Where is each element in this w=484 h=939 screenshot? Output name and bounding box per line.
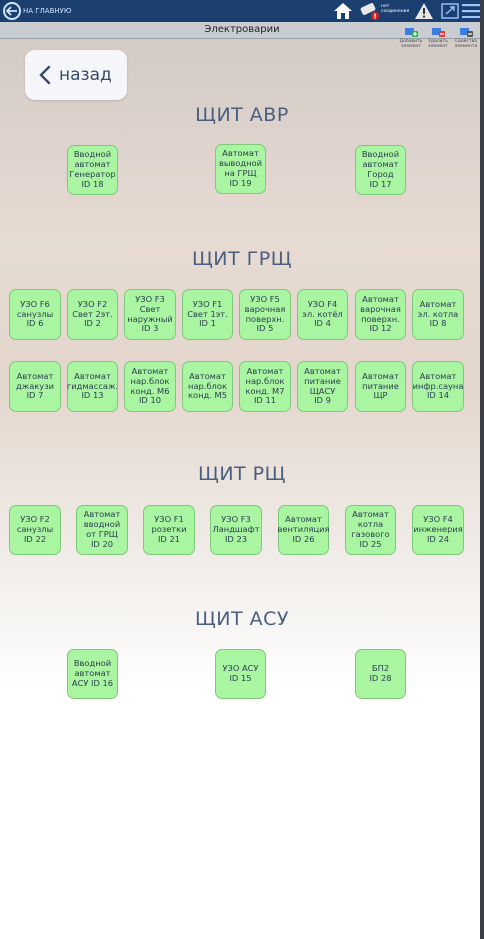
add-element-button[interactable]: Добавить элемент — [395, 26, 427, 49]
section-title-asu: ЩИТ АСУ — [195, 608, 289, 630]
breaker-tile[interactable]: УЗО F6 санузлы ID 6 — [9, 289, 61, 340]
breaker-tile[interactable]: УЗО F2 Свет 2эт. ID 2 — [67, 289, 118, 340]
breaker-tile[interactable]: Автомат котла газового ID 25 — [345, 505, 396, 555]
breaker-tile[interactable]: Автомат питание ЩР — [355, 361, 406, 412]
breaker-tile[interactable]: Автомат нар.блок конд. М6 ID 10 — [124, 361, 176, 412]
menu-icon[interactable] — [461, 0, 481, 22]
breaker-tile[interactable]: УЗО F1 розетки ID 21 — [143, 505, 195, 555]
home-nav-label: НА ГЛАВНУЮ — [23, 7, 72, 15]
back-arrow-icon — [3, 2, 21, 20]
back-button[interactable]: назад — [25, 50, 127, 100]
top-bar: НА ГЛАВНУЮ нет соединения — [0, 0, 484, 22]
connection-icon — [358, 0, 382, 22]
scrollbar[interactable] — [480, 0, 484, 939]
breaker-tile[interactable]: Вводной автомат Город ID 17 — [355, 145, 406, 195]
section-title-rsh: ЩИТ РЩ — [198, 463, 286, 485]
back-button-label: назад — [59, 65, 112, 85]
breaker-tile[interactable]: Автомат варочная поверхн. ID 12 — [355, 289, 406, 340]
breaker-tile[interactable]: Автомат вводной от ГРЩ ID 20 — [76, 505, 128, 555]
breaker-tile[interactable]: УЗО АСУ ID 15 — [215, 649, 266, 699]
delete-element-icon — [431, 26, 445, 38]
title-bar: Электроварии — [0, 22, 484, 39]
breaker-tile[interactable]: Автомат гидмассаж. ID 13 — [67, 361, 118, 412]
add-element-icon — [404, 26, 418, 38]
add-element-label: Добавить элемент — [399, 39, 423, 49]
breaker-tile[interactable]: Автомат нар.блок конд. М5 — [182, 361, 233, 412]
chevron-left-icon — [39, 65, 51, 85]
breaker-tile[interactable]: УЗО F4 эл. котёл ID 4 — [297, 289, 348, 340]
breaker-tile[interactable]: Вводной автомат АСУ ID 16 — [67, 649, 118, 699]
delete-element-label: Удалить элемент — [428, 39, 448, 49]
window-title: Электроварии — [204, 24, 280, 35]
breaker-tile[interactable]: УЗО F3 Свет наружный ID 3 — [124, 289, 176, 340]
warning-icon[interactable] — [413, 0, 435, 22]
connection-status: нет соединения — [381, 4, 410, 14]
breaker-tile[interactable]: Автомат питание ЩАСУ ID 9 — [297, 361, 348, 412]
delete-element-button[interactable]: Удалить элемент — [422, 26, 454, 49]
fullscreen-icon[interactable] — [440, 0, 460, 22]
breaker-tile[interactable]: УЗО F2 санузлы ID 22 — [9, 505, 61, 555]
breaker-tile[interactable]: Автомат джакузи ID 7 — [9, 361, 61, 412]
breaker-tile[interactable]: УЗО F4 инженерия ID 24 — [412, 505, 464, 555]
breaker-tile[interactable]: УЗО F3 Ландшафт ID 23 — [210, 505, 262, 555]
element-properties-icon — [459, 26, 473, 38]
breaker-tile[interactable]: Вводной автомат Генератор ID 18 — [67, 145, 118, 195]
home-icon[interactable] — [332, 0, 354, 22]
section-title-grsh: ЩИТ ГРЩ — [192, 248, 292, 270]
breaker-tile[interactable]: Автомат эл. котла ID 8 — [412, 289, 464, 340]
breaker-tile[interactable]: Автомат инфр.сауна ID 14 — [412, 361, 464, 412]
breaker-tile[interactable]: Автомат нар.блок конд. М7 ID 11 — [239, 361, 291, 412]
breaker-tile[interactable]: Автомат выводной на ГРЩ ID 19 — [215, 144, 266, 194]
breaker-tile[interactable]: БП2 ID 28 — [355, 649, 406, 699]
home-nav-button[interactable]: НА ГЛАВНУЮ — [3, 1, 72, 21]
element-properties-label: Свойства элемента — [454, 39, 478, 49]
breaker-tile[interactable]: УЗО F1 Свет 1эт. ID 1 — [182, 289, 233, 340]
section-title-avr: ЩИТ АВР — [195, 104, 289, 126]
breaker-tile[interactable]: Автомат вентиляция ID 26 — [278, 505, 330, 555]
breaker-tile[interactable]: УЗО F5 варочная поверхн. ID 5 — [239, 289, 291, 340]
element-properties-button[interactable]: Свойства элемента — [450, 26, 482, 49]
